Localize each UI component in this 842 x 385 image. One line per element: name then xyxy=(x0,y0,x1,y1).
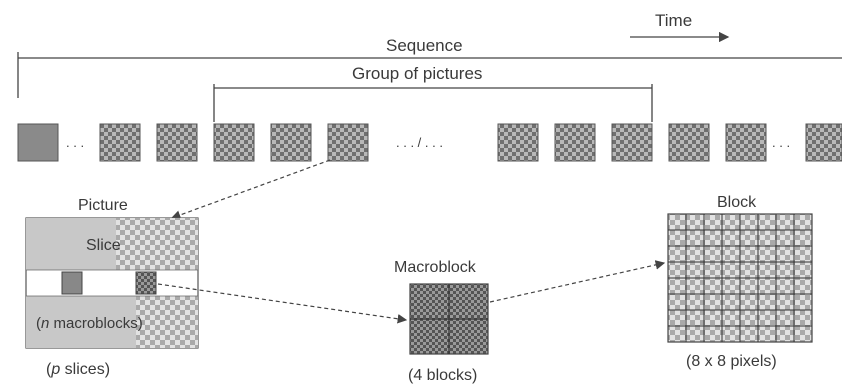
frame xyxy=(554,123,596,162)
block-label: Block xyxy=(717,194,757,211)
ellipsis-left: . . . xyxy=(66,135,84,150)
ellipsis-middle: . . . / . . . xyxy=(396,135,443,150)
macroblock-to-block-arrow xyxy=(489,260,666,303)
ellipsis-right: . . . xyxy=(772,135,790,150)
frame xyxy=(213,123,255,162)
macroblock-highlighted xyxy=(135,271,157,295)
slice-label: Slice xyxy=(86,237,121,254)
slice-bottom xyxy=(26,296,136,348)
slice-top xyxy=(26,218,116,270)
n-macroblocks-label: (n macroblocks) xyxy=(36,315,143,332)
frame xyxy=(270,123,312,162)
macroblock-label: Macroblock xyxy=(394,259,477,276)
frame xyxy=(611,123,653,162)
frame xyxy=(725,123,767,162)
p-slices-label: (p slices) xyxy=(46,361,110,378)
group-of-pictures-label: Group of pictures xyxy=(352,64,482,83)
frame xyxy=(17,123,59,162)
frame-to-picture-arrow xyxy=(170,159,331,220)
frame-sequence xyxy=(17,123,842,162)
block-8x8-grid xyxy=(667,213,813,343)
frame xyxy=(497,123,539,162)
macroblock xyxy=(409,283,489,355)
frame xyxy=(99,123,141,162)
gop-bracket xyxy=(213,84,653,122)
time-label: Time xyxy=(655,11,692,30)
sequence-bracket xyxy=(17,52,842,98)
four-blocks-label: (4 blocks) xyxy=(408,367,477,384)
eight-by-eight-label: (8 x 8 pixels) xyxy=(686,353,777,370)
frame xyxy=(327,123,369,162)
picture-label: Picture xyxy=(78,197,128,214)
frame xyxy=(156,123,198,162)
frame xyxy=(668,123,710,162)
picture xyxy=(25,217,199,349)
frame xyxy=(805,123,842,162)
macroblock-gray xyxy=(61,271,83,295)
sequence-label: Sequence xyxy=(386,36,463,55)
